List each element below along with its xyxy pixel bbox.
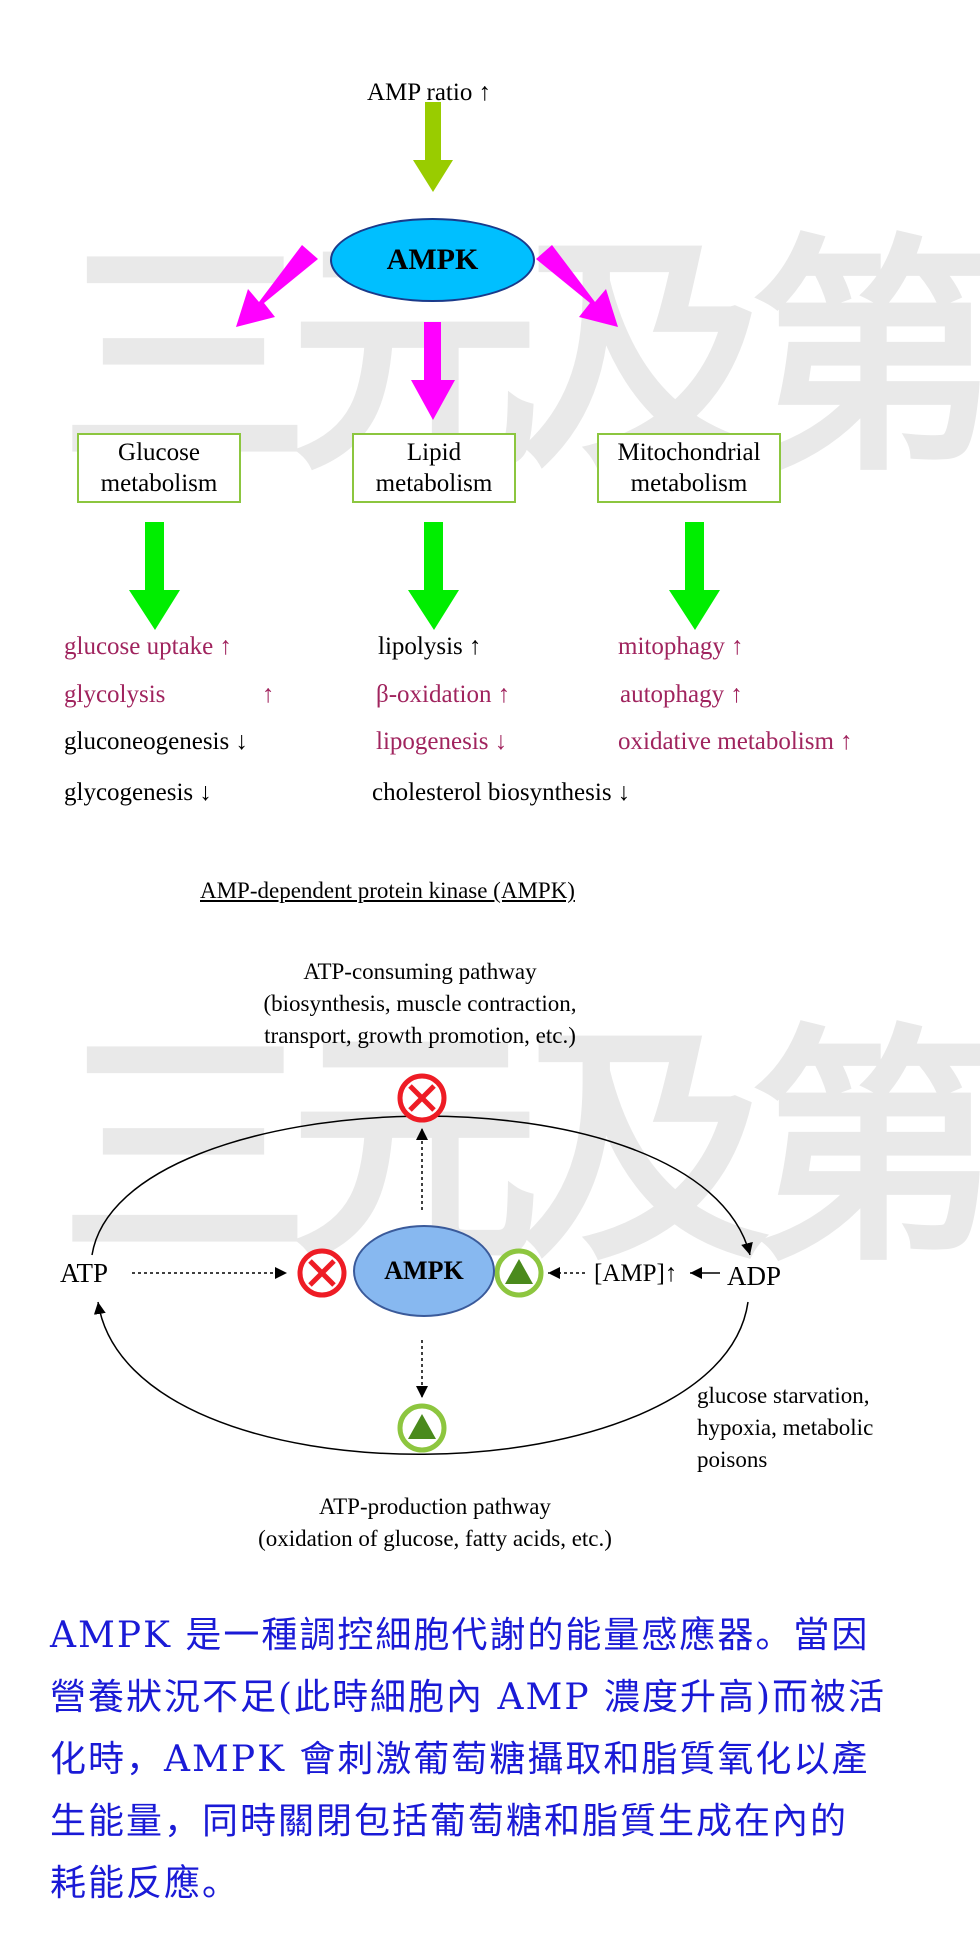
arrow-glucose-down (129, 522, 180, 630)
arrow-amp-to-ampk (413, 102, 453, 192)
caption-line-3: 化時，AMPK 會刺激葡萄糖攝取和脂質氧化以產 (50, 1739, 870, 1780)
glucose-line1: Glucose (118, 438, 200, 466)
lipid-line2: metabolism (375, 470, 493, 497)
mito-line2: metabolism (630, 470, 748, 497)
mito-metabolism-box: Mitochondrial metabolism (597, 433, 781, 503)
diagram-title: AMP-dependent protein kinase (AMPK) (200, 878, 575, 903)
activate-icon (494, 1248, 544, 1298)
production-detail: (oxidation of glucose, fatty acids, etc.… (258, 1526, 612, 1551)
stress-line-1: glucose starvation, (697, 1383, 870, 1408)
effect-mitophagy: mitophagy ↑ (618, 633, 744, 660)
caption-line-2: 營養狀況不足(此時細胞內 AMP 濃度升高)而被活 (50, 1677, 887, 1718)
glucose-line2: metabolism (100, 470, 218, 497)
production-title: ATP-production pathway (319, 1494, 551, 1519)
effect-beta-oxidation: β-oxidation ↑ (376, 681, 511, 708)
atp-label: ATP (60, 1258, 109, 1288)
inhibit-icon (297, 1248, 347, 1298)
mito-line1: Mitochondrial (617, 438, 761, 466)
amp-label: [AMP]↑ (594, 1260, 678, 1287)
consuming-detail-1: (biosynthesis, muscle contraction, (263, 991, 577, 1016)
effect-glycogenesis: glycogenesis ↓ (64, 779, 212, 806)
effect-glucose-uptake: glucose uptake ↑ (64, 633, 233, 660)
arrow-ampk-to-glucose (236, 245, 318, 327)
arrow-ampk-to-mito (536, 245, 618, 327)
arrow-mito-down (669, 522, 720, 630)
stress-line-3: poisons (697, 1447, 768, 1472)
amp-ratio-label: AMP ratio ↑ (367, 79, 492, 106)
effect-oxidative-metabolism: oxidative metabolism ↑ (618, 728, 853, 755)
glucose-metabolism-box: Glucose metabolism (77, 433, 241, 503)
caption-line-1: AMPK 是一種調控細胞代謝的能量感應器。當因 (50, 1615, 870, 1656)
arrow-lipid-down (408, 522, 459, 630)
arrows-top (129, 102, 720, 630)
lipid-metabolism-box: Lipid metabolism (352, 433, 516, 503)
inhibit-icon (397, 1073, 447, 1123)
consuming-detail-2: transport, growth promotion, etc.) (264, 1023, 576, 1048)
caption-line-5: 耗能反應。 (50, 1863, 241, 1904)
arrow-ampk-to-lipid (411, 322, 455, 420)
effect-glycolysis-arrow: ↑ (262, 681, 275, 708)
caption-line-4: 生能量，同時關閉包括葡萄糖和脂質生成在內的 (50, 1801, 849, 1842)
effect-autophagy: autophagy ↑ (620, 681, 743, 708)
effect-glycolysis: glycolysis (64, 681, 166, 708)
activate-icon (397, 1403, 447, 1453)
caption: AMPK 是一種調控細胞代謝的能量感應器。當因 營養狀況不足(此時細胞內 AMP… (50, 1605, 940, 1915)
effect-gluconeogenesis: gluconeogenesis ↓ (64, 728, 248, 755)
adp-label: ADP (727, 1261, 782, 1291)
arc-adp-to-atp (93, 1301, 749, 1455)
effect-lipogenesis: lipogenesis ↓ (376, 728, 508, 755)
ampk-node-cycle: AMPK (353, 1225, 495, 1317)
effect-lipolysis: lipolysis ↑ (378, 633, 482, 660)
cycle-lines (91, 1073, 753, 1455)
effect-cholesterol: cholesterol biosynthesis ↓ (372, 779, 631, 806)
lipid-line1: Lipid (406, 438, 462, 466)
consuming-title: ATP-consuming pathway (303, 959, 537, 984)
watermark-bottom: 三元及第 (60, 1004, 980, 1295)
ampk-node-top: AMPK (330, 218, 535, 302)
stress-line-2: hypoxia, metabolic (697, 1415, 874, 1440)
